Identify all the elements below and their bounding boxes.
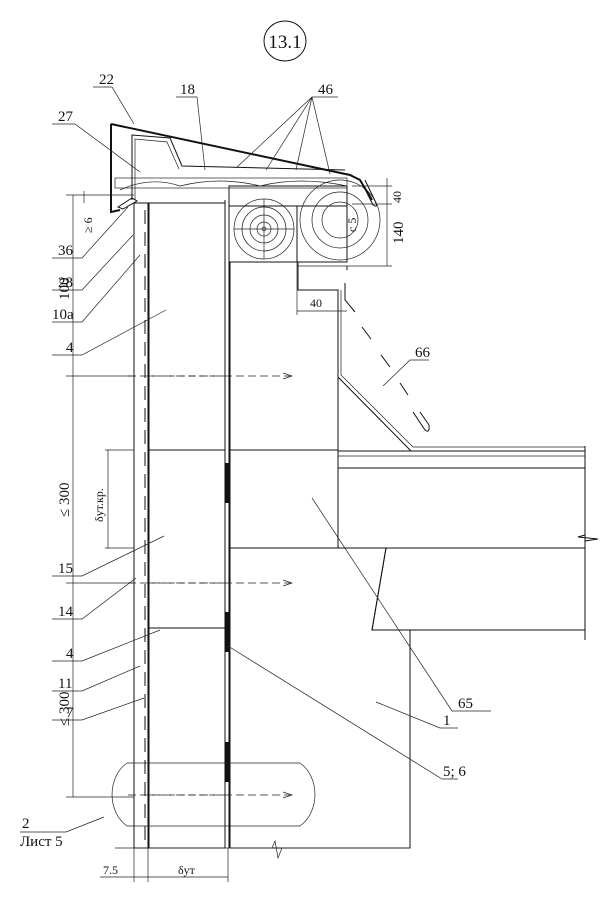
anchors — [128, 372, 294, 799]
reference-sheet: Лист 5 — [20, 834, 63, 850]
callout-18: 18 — [180, 82, 195, 98]
callout-4-top: 4 — [66, 340, 74, 356]
dimension-chain-right — [296, 178, 392, 315]
dim-140: 140 — [391, 222, 407, 245]
callout-66: 66 — [415, 345, 431, 361]
callout-65: 65 — [458, 696, 473, 712]
dim-le300-b: ≤ 300 — [57, 692, 73, 726]
callout-22: 22 — [99, 72, 114, 88]
roof-membrane — [337, 186, 585, 452]
leader-lines — [20, 86, 491, 833]
dim-delta-ut: δут — [178, 863, 196, 877]
dimension-chain-left — [66, 191, 134, 798]
dim-100: 100 — [57, 278, 73, 301]
dim-le300-a: ≤ 300 — [57, 483, 73, 517]
reference-number: 2 — [22, 816, 30, 832]
callout-27: 27 — [58, 109, 74, 125]
dim-delta-ut-kr: δут.кр. — [92, 488, 106, 522]
dim-7-5: 7.5 — [103, 863, 118, 877]
callout-1: 1 — [443, 713, 451, 729]
callout-28: 28 — [58, 275, 73, 291]
callout-11: 11 — [58, 676, 72, 692]
callout-4-mid: 4 — [66, 646, 74, 662]
detail-number: 13.1 — [268, 32, 301, 53]
dimension-chain-bottom — [100, 839, 410, 882]
callout-7: 7 — [66, 705, 74, 721]
dim-c5: с 5 — [345, 218, 359, 232]
timber-block — [228, 179, 381, 263]
dim-40-top: 40 — [390, 191, 404, 203]
dim-ge6: ≥ 6 — [81, 217, 95, 233]
callout-15: 15 — [58, 561, 73, 577]
callout-14: 14 — [58, 604, 74, 620]
callout-36: 36 — [58, 243, 74, 259]
adhesive-layer — [224, 200, 230, 848]
callout-46: 46 — [318, 82, 334, 98]
callout-5-6: 5; 6 — [443, 764, 466, 780]
detail-number-badge: 13.1 — [263, 20, 307, 62]
callout-10a: 10a — [52, 307, 74, 323]
dim-40-inner: 40 — [310, 296, 322, 310]
detail-reference-outline — [111, 762, 316, 827]
